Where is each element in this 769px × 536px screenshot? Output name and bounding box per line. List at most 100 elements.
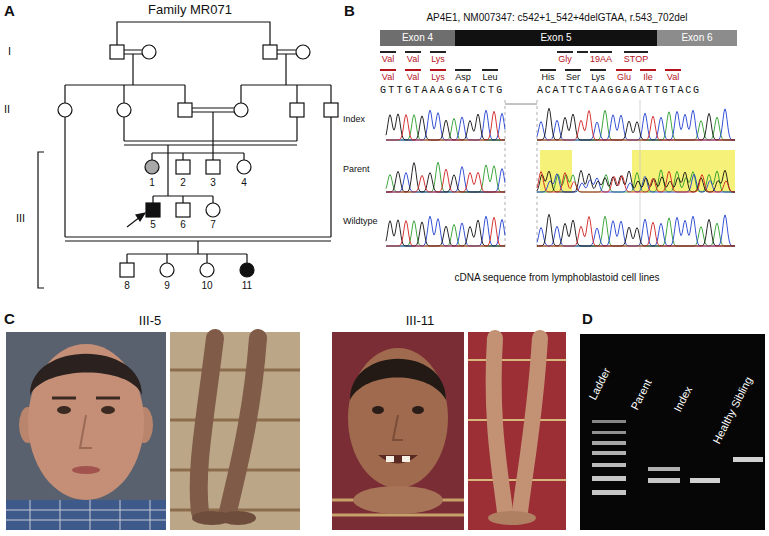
pedigree bbox=[145, 160, 159, 174]
panel-letter: B bbox=[344, 2, 355, 20]
individual-number: 2 bbox=[180, 177, 186, 189]
patient-photo bbox=[6, 332, 166, 530]
patient-photo bbox=[494, 338, 505, 512]
patient-photo bbox=[6, 500, 166, 530]
pedigree bbox=[58, 45, 338, 277]
chromatogram-trace bbox=[537, 217, 735, 246]
chromatogram-trace bbox=[537, 214, 735, 246]
pedigree bbox=[206, 203, 220, 217]
amino-acid: Gly bbox=[558, 54, 572, 65]
patient-photo bbox=[372, 406, 384, 414]
chromatogram-trace bbox=[537, 109, 735, 140]
panel-letter: D bbox=[582, 310, 593, 328]
pedigree bbox=[176, 160, 190, 174]
trace-label: Index bbox=[343, 114, 365, 125]
generation-label: I bbox=[8, 45, 11, 58]
patient-photo bbox=[468, 332, 566, 530]
patient-photo bbox=[6, 500, 166, 530]
chromatogram-highlight bbox=[505, 104, 537, 105]
pedigree-title: Family MR071 bbox=[148, 2, 232, 18]
chromatogram-trace bbox=[386, 167, 505, 192]
agarose-gel bbox=[592, 420, 626, 423]
patient-photo bbox=[170, 332, 300, 530]
patient-photo bbox=[80, 415, 92, 448]
individual-number: 10 bbox=[201, 280, 212, 292]
agarose-gel bbox=[592, 476, 626, 481]
pedigree bbox=[178, 103, 192, 117]
amino-acid: Lys bbox=[591, 72, 605, 83]
amino-acid: Val bbox=[382, 72, 394, 83]
amino-acid: Asp bbox=[455, 72, 471, 83]
generation-label: III bbox=[16, 212, 25, 225]
pedigree bbox=[38, 152, 44, 288]
codon-bar bbox=[380, 69, 446, 71]
pedigree bbox=[117, 22, 270, 45]
amino-acid: Val bbox=[382, 54, 394, 65]
chromatogram-trace bbox=[537, 111, 735, 140]
patient-photo bbox=[353, 486, 443, 514]
pedigree bbox=[146, 203, 160, 217]
chromatogram-trace bbox=[537, 170, 735, 192]
chromatogram-trace bbox=[537, 215, 735, 246]
patient-photo bbox=[220, 511, 256, 525]
individual-number: 1 bbox=[149, 177, 155, 189]
agarose-gel bbox=[580, 334, 765, 530]
pedigree bbox=[142, 45, 156, 59]
amino-acid: Leu bbox=[482, 72, 497, 83]
codon-bar bbox=[616, 69, 681, 71]
amino-acid: Val bbox=[407, 54, 419, 65]
exon-label: Exon 4 bbox=[402, 32, 433, 44]
patient-photo bbox=[30, 354, 142, 395]
generation-label: II bbox=[4, 103, 10, 116]
patient-photo bbox=[6, 332, 166, 530]
chromatogram-trace bbox=[386, 217, 505, 246]
photo-label: III-5 bbox=[139, 313, 161, 329]
amino-acid: Ser bbox=[566, 72, 580, 83]
pedigree bbox=[65, 54, 185, 103]
individual-number: 8 bbox=[124, 280, 130, 292]
codon-bar bbox=[380, 52, 681, 70]
pedigree bbox=[153, 145, 213, 203]
chromatogram-trace bbox=[537, 170, 735, 192]
agarose-gel bbox=[592, 420, 763, 495]
amino-acid: His bbox=[542, 72, 555, 83]
patient-photo bbox=[520, 338, 540, 512]
patient-photo bbox=[350, 359, 446, 400]
individual-number: 9 bbox=[164, 280, 170, 292]
individual-number: 6 bbox=[180, 219, 186, 231]
dna-sequence: GTTGTAAAGGATCTG bbox=[380, 85, 505, 97]
chromatogram-trace bbox=[386, 163, 505, 192]
chromatogram-trace bbox=[386, 111, 505, 140]
chromatogram-trace bbox=[386, 169, 505, 192]
codon-bar bbox=[557, 51, 648, 53]
panel-letter: C bbox=[4, 310, 15, 328]
pedigree bbox=[136, 213, 145, 221]
chromatogram-highlight bbox=[640, 100, 641, 250]
variant-title: AP4E1, NM007347: c542+1_542+4delGTAA, r.… bbox=[426, 12, 687, 24]
exon-bar: Exon 6 bbox=[657, 30, 737, 46]
pedigree bbox=[124, 50, 142, 54]
pedigree bbox=[240, 263, 254, 277]
patient-photo bbox=[348, 348, 448, 488]
patient-photo bbox=[101, 406, 115, 414]
patient-photo bbox=[412, 406, 424, 414]
patient-photo bbox=[72, 466, 100, 474]
pedigree bbox=[324, 103, 338, 117]
chromatogram-highlight bbox=[505, 100, 537, 250]
trace-label: Wildtype bbox=[343, 216, 378, 227]
agarose-gel bbox=[648, 478, 680, 483]
caption-note: cDNA sequence from lymphoblastoid cell l… bbox=[454, 272, 659, 284]
pedigree bbox=[234, 103, 248, 117]
pedigree bbox=[290, 103, 304, 117]
pedigree bbox=[65, 117, 331, 241]
individual-number: 5 bbox=[150, 219, 156, 231]
chromatogram-trace bbox=[537, 171, 735, 192]
pedigree bbox=[152, 112, 244, 160]
pedigree bbox=[296, 45, 310, 59]
pedigree bbox=[237, 160, 251, 174]
chromatogram-trace bbox=[386, 216, 505, 246]
patient-photo bbox=[332, 332, 464, 530]
patient-photo bbox=[393, 415, 403, 440]
chromatogram-trace bbox=[537, 108, 735, 140]
pedigree bbox=[38, 22, 338, 288]
